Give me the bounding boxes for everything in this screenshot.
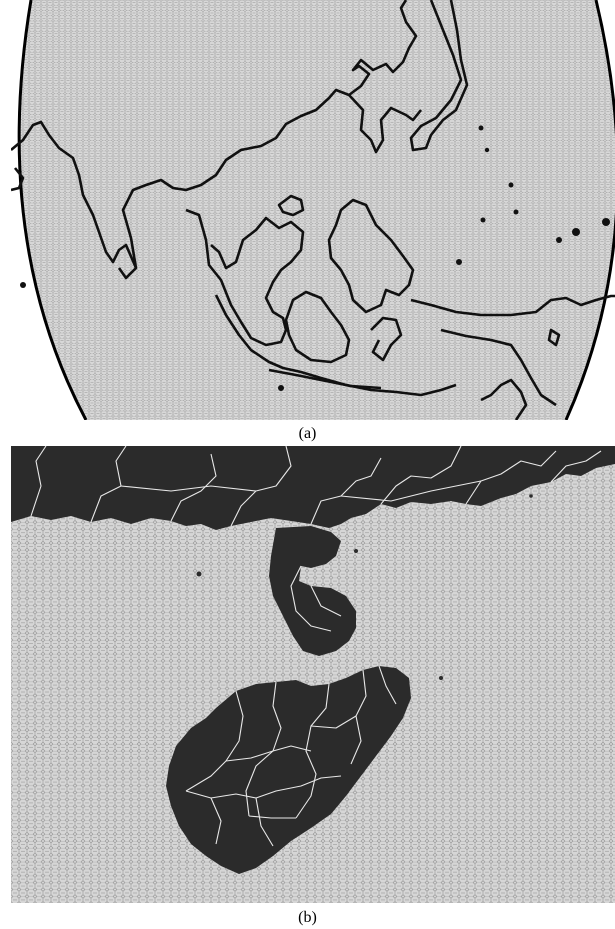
coast-philippines [327, 198, 415, 314]
panel-b-zoomed-mesh [11, 446, 615, 903]
coast-sea-indochina [185, 208, 305, 347]
panel-a-globe-mesh [11, 0, 615, 420]
district-borders [30, 446, 602, 847]
coast-islands-east [547, 328, 561, 347]
coast-sumatra-java [214, 294, 457, 397]
coast-borneo [284, 290, 351, 364]
globe-rim-left [17, 0, 88, 420]
coast-newguinea [410, 294, 615, 317]
coast-newguinea-south [440, 328, 557, 407]
coastlines [11, 0, 615, 420]
coast-japan [409, 0, 469, 152]
coast-sulawesi [370, 316, 403, 362]
coast-india [11, 120, 138, 280]
land-regions [11, 446, 615, 874]
caption-a: (a) [298, 425, 317, 442]
coast-taiwan [277, 194, 305, 217]
land-mainland [11, 446, 615, 530]
globe-svg [11, 0, 615, 420]
small-islands [20, 125, 610, 391]
coast-china [121, 0, 418, 269]
land-peninsula [269, 526, 356, 656]
globe-mesh [19, 0, 615, 420]
caption-b: (b) [298, 909, 317, 926]
coast-java-inner [268, 368, 382, 390]
coast-australia-north [480, 378, 528, 420]
zoom-svg [11, 446, 615, 903]
land-island [166, 666, 411, 874]
globe-rim-right [564, 0, 615, 420]
coast-korea [348, 94, 423, 154]
coast-india-west [11, 167, 25, 192]
